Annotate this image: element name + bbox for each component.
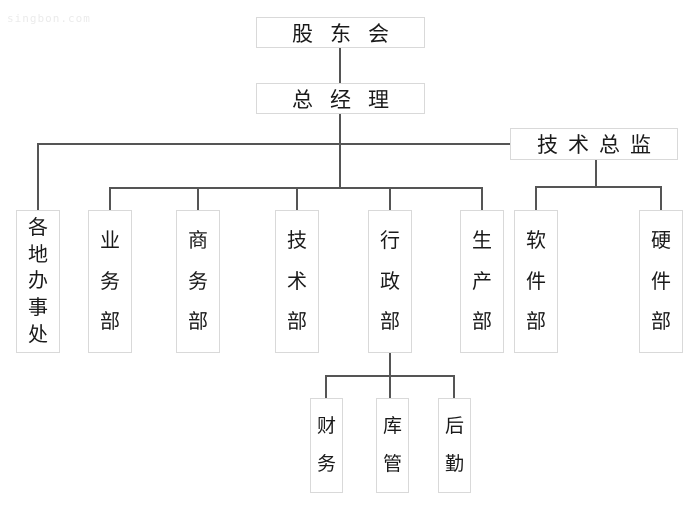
node-general-manager: 总经理 bbox=[256, 83, 425, 114]
connector-root-to-gm bbox=[339, 48, 341, 83]
node-regional-offices: 各地办事处 bbox=[16, 210, 60, 353]
connector-commerce-drop bbox=[197, 187, 199, 210]
node-commerce-dept: 商务部 bbox=[176, 210, 220, 353]
node-technical-director: 技术总监 bbox=[510, 128, 678, 160]
connector-technology-drop bbox=[296, 187, 298, 210]
node-logistics: 后勤 bbox=[438, 398, 471, 493]
connector-business-drop bbox=[109, 187, 111, 210]
node-business-dept: 业务部 bbox=[88, 210, 132, 353]
connector-logistics-drop bbox=[453, 375, 455, 398]
connector-subunits-rail bbox=[325, 375, 455, 377]
connector-software-drop bbox=[535, 186, 537, 210]
node-production-dept: 生产部 bbox=[460, 210, 504, 353]
node-shareholders-meeting: 股东会 bbox=[256, 17, 425, 48]
connector-admin-drop bbox=[389, 187, 391, 210]
connector-production-drop bbox=[481, 187, 483, 210]
connector-hardware-drop bbox=[660, 186, 662, 210]
node-administration-dept: 行政部 bbox=[368, 210, 412, 353]
node-hardware-dept: 硬件部 bbox=[639, 210, 683, 353]
watermark: singbon.com bbox=[7, 12, 91, 25]
node-technology-dept: 技术部 bbox=[275, 210, 319, 353]
connector-offices-drop bbox=[37, 143, 39, 210]
node-finance: 财务 bbox=[310, 398, 343, 493]
connector-finance-drop bbox=[325, 375, 327, 398]
node-software-dept: 软件部 bbox=[514, 210, 558, 353]
connector-cto-drop bbox=[595, 160, 597, 188]
connector-level1-rail bbox=[37, 143, 510, 145]
node-warehouse: 库管 bbox=[376, 398, 409, 493]
connector-cto-rail bbox=[535, 186, 662, 188]
connector-gm-trunk bbox=[339, 114, 341, 189]
